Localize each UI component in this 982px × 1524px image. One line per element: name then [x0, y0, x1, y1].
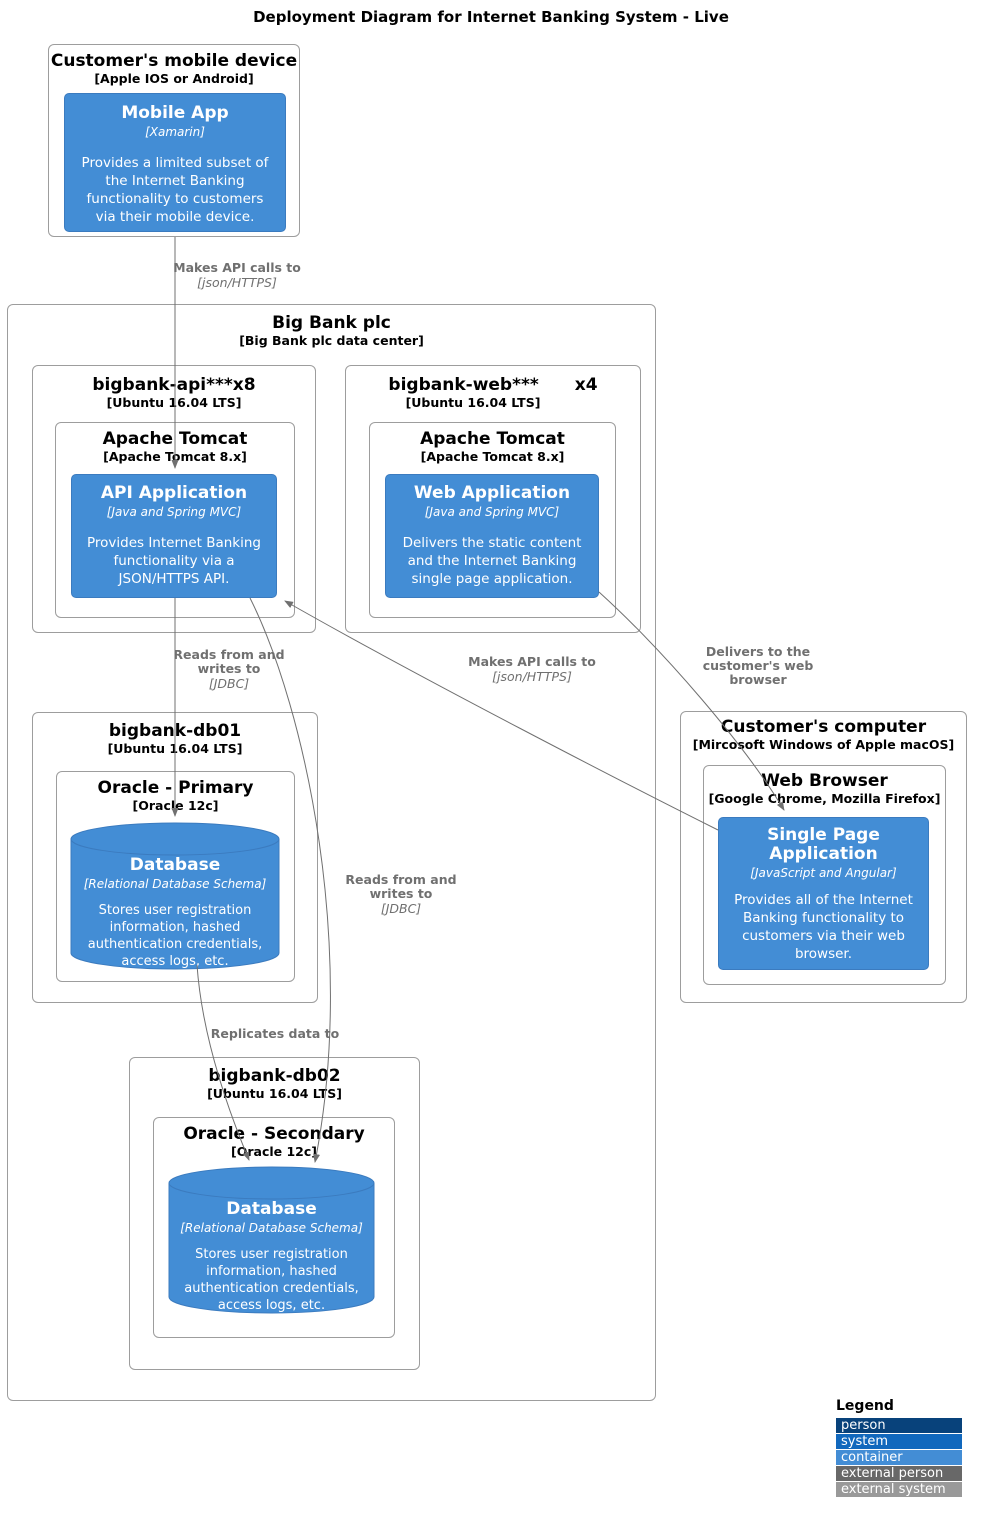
- node-title: Apache Tomcat: [102, 429, 248, 449]
- node-technology: [Ubuntu 16.04 LTS]: [207, 1086, 342, 1101]
- container-web-application: Web Application [Java and Spring MVC] De…: [385, 474, 599, 598]
- node-technology: [Google Chrome, Mozilla Firefox]: [708, 791, 941, 806]
- container-title: Mobile App: [121, 103, 229, 123]
- relationship-label-spa-to-api: Makes API calls to [json/HTTPS]: [468, 654, 596, 685]
- instance-count: x4: [574, 375, 598, 395]
- legend: Legend person system container external …: [836, 1398, 962, 1498]
- relationship-label-api-to-db2: Reads from and writes to [JDBC]: [345, 872, 457, 917]
- relationship-label-web-to-spa: Delivers to the customer's web browser: [702, 644, 814, 687]
- node-title: Customer's computer: [720, 717, 927, 737]
- node-technology: [Big Bank plc data center]: [239, 333, 424, 348]
- node-title: bigbank-db01: [108, 721, 242, 741]
- node-title: bigbank-api***x8: [92, 375, 256, 395]
- relationship-label-db1-to-db2: Replicates data to: [210, 1026, 340, 1041]
- container-technology: [JavaScript and Angular]: [750, 866, 897, 880]
- legend-item-container: container: [836, 1450, 962, 1465]
- diagram-title: Deployment Diagram for Internet Banking …: [253, 8, 729, 26]
- container-title: Database: [226, 1199, 317, 1219]
- node-technology: [Oracle 12c]: [231, 1144, 317, 1159]
- relationship-label-api-to-db1: Reads from and writes to [JDBC]: [173, 647, 285, 692]
- container-title: Single Page Application: [767, 825, 880, 864]
- container-single-page-application: Single Page Application [JavaScript and …: [718, 817, 929, 970]
- container-api-application: API Application [Java and Spring MVC] Pr…: [71, 474, 277, 598]
- node-technology: [Oracle 12c]: [132, 798, 219, 813]
- container-description: Provides a limited subset of the Interne…: [81, 155, 269, 225]
- legend-item-system: system: [836, 1434, 962, 1449]
- container-technology: [Relational Database Schema]: [83, 877, 267, 891]
- container-technology: [Java and Spring MVC]: [424, 505, 560, 519]
- node-title: Oracle - Secondary: [183, 1124, 365, 1144]
- node-title: Big Bank plc: [272, 313, 391, 333]
- container-database-secondary: Database [Relational Database Schema] St…: [168, 1166, 375, 1314]
- container-mobile-app: Mobile App [Xamarin] Provides a limited …: [64, 93, 286, 232]
- node-technology: [Ubuntu 16.04 LTS]: [107, 741, 243, 756]
- container-description: Stores user registration information, ha…: [87, 903, 263, 969]
- container-technology: [Xamarin]: [145, 125, 205, 139]
- legend-title: Legend: [836, 1398, 894, 1414]
- container-description: Provides Internet Banking functionality …: [86, 535, 262, 587]
- container-description: Delivers the static content and the Inte…: [402, 535, 582, 587]
- legend-item-external-person: external person: [836, 1466, 962, 1481]
- container-description: Provides all of the Internet Banking fun…: [734, 892, 913, 962]
- node-technology: [Apache Tomcat 8.x]: [103, 449, 247, 464]
- container-technology: [Relational Database Schema]: [180, 1221, 363, 1235]
- node-technology: [Apple IOS or Android]: [94, 71, 254, 86]
- node-technology: [Apache Tomcat 8.x]: [420, 449, 565, 464]
- container-title: Database: [129, 855, 221, 875]
- node-technology: [Ubuntu 16.04 LTS]: [405, 395, 541, 410]
- database-cylinder-icon: [168, 1166, 375, 1314]
- container-title: API Application: [100, 483, 248, 503]
- relationship-label-mobile-to-api: Makes API calls to [json/HTTPS]: [173, 260, 301, 291]
- node-technology: [Ubuntu 16.04 LTS]: [106, 395, 242, 410]
- container-technology: [Java and Spring MVC]: [106, 505, 242, 519]
- legend-item-person: person: [836, 1418, 962, 1433]
- node-title: bigbank-web***x4: [388, 375, 598, 395]
- container-description: Stores user registration information, ha…: [184, 1247, 359, 1313]
- node-technology: [Mircosoft Windows of Apple macOS]: [692, 737, 955, 752]
- node-title: Customer's mobile device: [50, 51, 298, 71]
- node-title: Web Browser: [761, 771, 888, 791]
- node-title: Apache Tomcat: [420, 429, 565, 449]
- container-title: Web Application: [413, 483, 571, 503]
- node-title: bigbank-db02: [208, 1066, 341, 1086]
- legend-item-external-system: external system: [836, 1482, 962, 1497]
- node-title: Oracle - Primary: [97, 778, 254, 798]
- container-database-primary: Database [Relational Database Schema] St…: [70, 822, 280, 970]
